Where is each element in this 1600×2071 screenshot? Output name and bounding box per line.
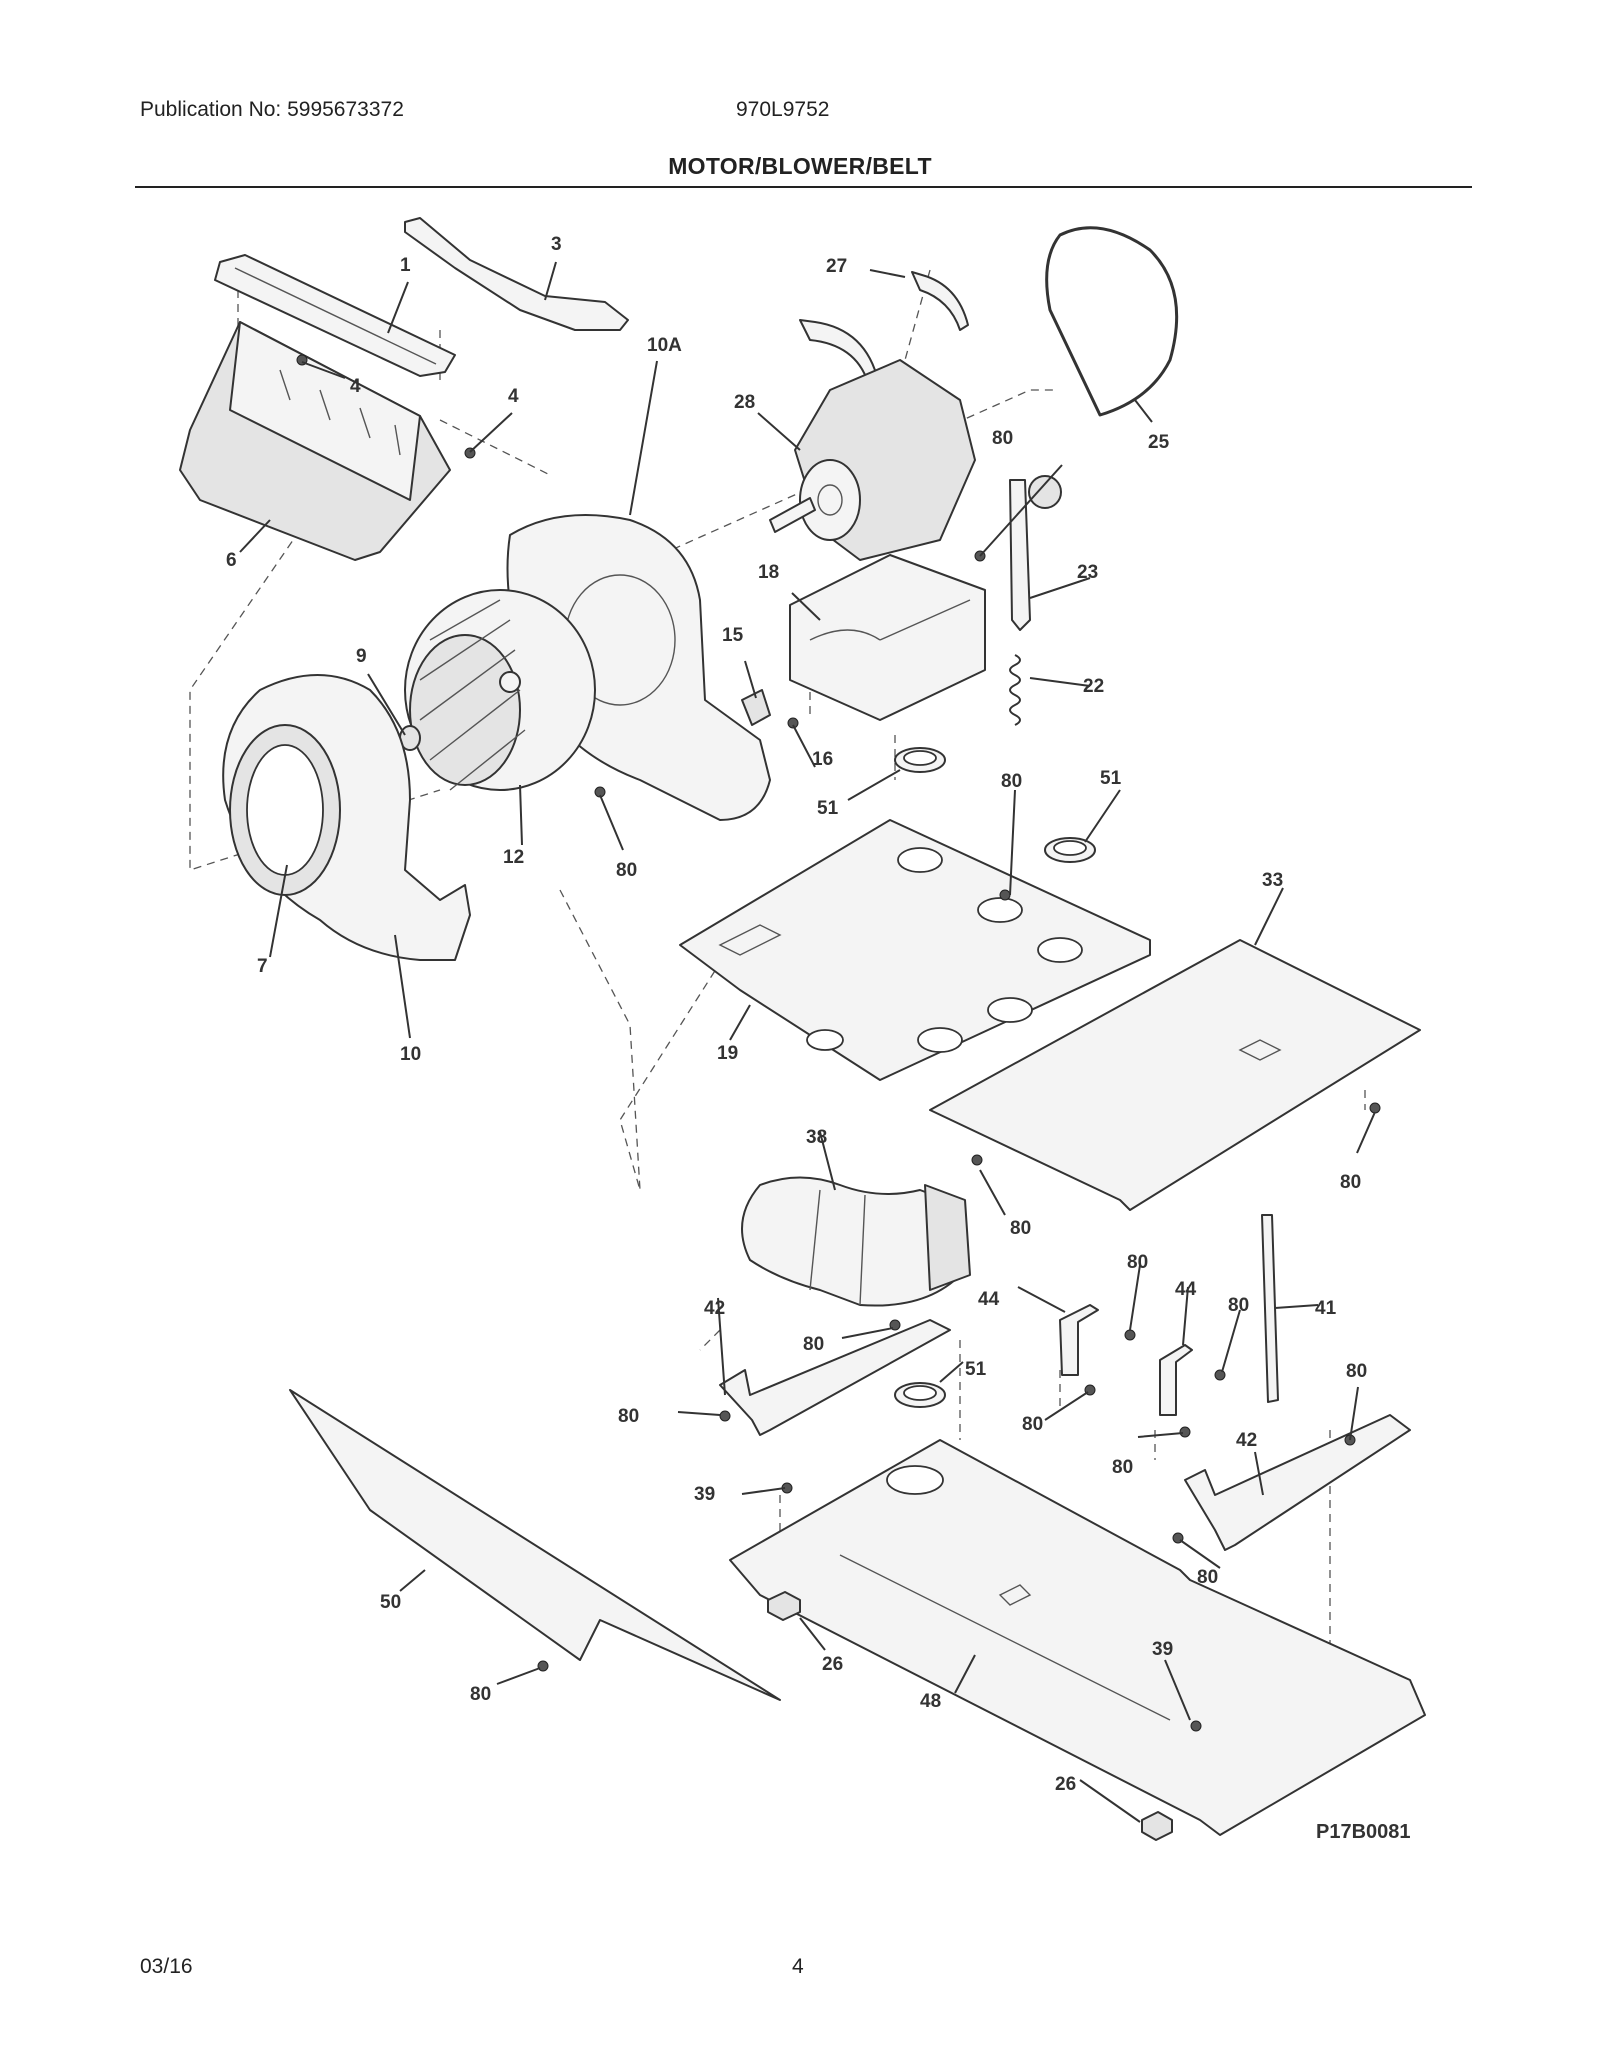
callout-80: 80 (470, 1684, 491, 1705)
callout-28: 28 (734, 392, 755, 413)
callout-39: 39 (694, 1484, 715, 1505)
callout-19: 19 (717, 1043, 738, 1064)
title-rule (135, 186, 1472, 188)
callout-80: 80 (1346, 1361, 1367, 1382)
page-title: MOTOR/BLOWER/BELT (668, 153, 932, 179)
part-38-exhaust-elbow (741, 1176, 971, 1307)
part-44-brackets (1059, 1304, 1193, 1416)
callout-26: 26 (822, 1654, 843, 1675)
part-48-base-tray (729, 1439, 1426, 1836)
part-1-gasket (214, 254, 456, 377)
callout-23: 23 (1077, 562, 1098, 583)
callout-51: 51 (965, 1359, 987, 1380)
callout-80: 80 (803, 1334, 824, 1355)
callout-4: 4 (350, 376, 361, 397)
part-7-10-blower-housing (222, 674, 471, 961)
callout-25: 25 (1148, 432, 1170, 453)
callout-4: 4 (508, 386, 519, 407)
callout-50: 50 (380, 1592, 401, 1613)
callout-3: 3 (551, 234, 562, 255)
callout-80: 80 (992, 428, 1013, 449)
callout-33: 33 (1262, 870, 1283, 891)
callout-labels: 1 3 4 4 6 10A 27 28 25 80 23 18 15 9 22 … (226, 234, 1411, 1843)
callout-39: 39 (1152, 1639, 1173, 1660)
callout-80: 80 (1127, 1252, 1148, 1273)
part-42-rails (719, 1319, 1411, 1551)
part-41-bracket (1261, 1214, 1279, 1403)
callout-12: 12 (503, 847, 524, 868)
part-23-idler-arm (1009, 475, 1062, 631)
part-33-panel (929, 939, 1421, 1211)
callout-80: 80 (1340, 1172, 1361, 1193)
callout-7: 7 (257, 956, 268, 977)
footer-date: 03/16 (140, 1955, 193, 1978)
callout-1: 1 (400, 255, 411, 276)
part-18-motor-mount (789, 554, 986, 721)
callout-27: 27 (826, 256, 847, 277)
callout-80: 80 (1197, 1567, 1218, 1588)
callout-80: 80 (618, 1406, 639, 1427)
page-number: 4 (792, 1955, 804, 1978)
diagram-code: P17B0081 (1316, 1821, 1411, 1843)
publication-number: Publication No: 5995673372 (140, 98, 404, 121)
callout-48: 48 (920, 1691, 941, 1712)
part-12-blower-wheel (404, 589, 596, 791)
callout-44: 44 (1175, 1279, 1197, 1300)
callout-80: 80 (616, 860, 637, 881)
callout-80: 80 (1022, 1414, 1043, 1435)
callout-51: 51 (1100, 768, 1122, 789)
callout-15: 15 (722, 625, 744, 646)
leader-lines (239, 261, 1376, 1823)
callout-41: 41 (1315, 1298, 1337, 1319)
callout-80: 80 (1001, 771, 1022, 792)
callout-38: 38 (806, 1127, 827, 1148)
part-26-feet (767, 1591, 1173, 1841)
part-51-grommets (894, 747, 1096, 1408)
callout-80: 80 (1228, 1295, 1249, 1316)
callout-16: 16 (812, 749, 833, 770)
model-number: 970L9752 (736, 98, 830, 121)
part-6-lint-housing (179, 321, 451, 561)
callout-22: 22 (1083, 676, 1104, 697)
part-28-motor (769, 359, 976, 561)
callout-42: 42 (704, 1298, 725, 1319)
callout-80: 80 (1010, 1218, 1031, 1239)
callout-80: 80 (1112, 1457, 1133, 1478)
part-25-belt (1045, 226, 1179, 417)
callout-18: 18 (758, 562, 779, 583)
callout-9: 9 (356, 646, 367, 667)
part-3-duct-cover (404, 217, 629, 331)
callout-6: 6 (226, 550, 237, 571)
part-22-spring (1009, 654, 1021, 726)
callout-44: 44 (978, 1289, 1000, 1310)
callout-10a: 10A (647, 335, 682, 356)
callout-26: 26 (1055, 1774, 1076, 1795)
callout-42: 42 (1236, 1430, 1257, 1451)
callout-51: 51 (817, 798, 839, 819)
part-19-base-plate (679, 819, 1151, 1081)
part-50-back-panel (289, 1389, 781, 1701)
callout-10: 10 (400, 1044, 421, 1065)
